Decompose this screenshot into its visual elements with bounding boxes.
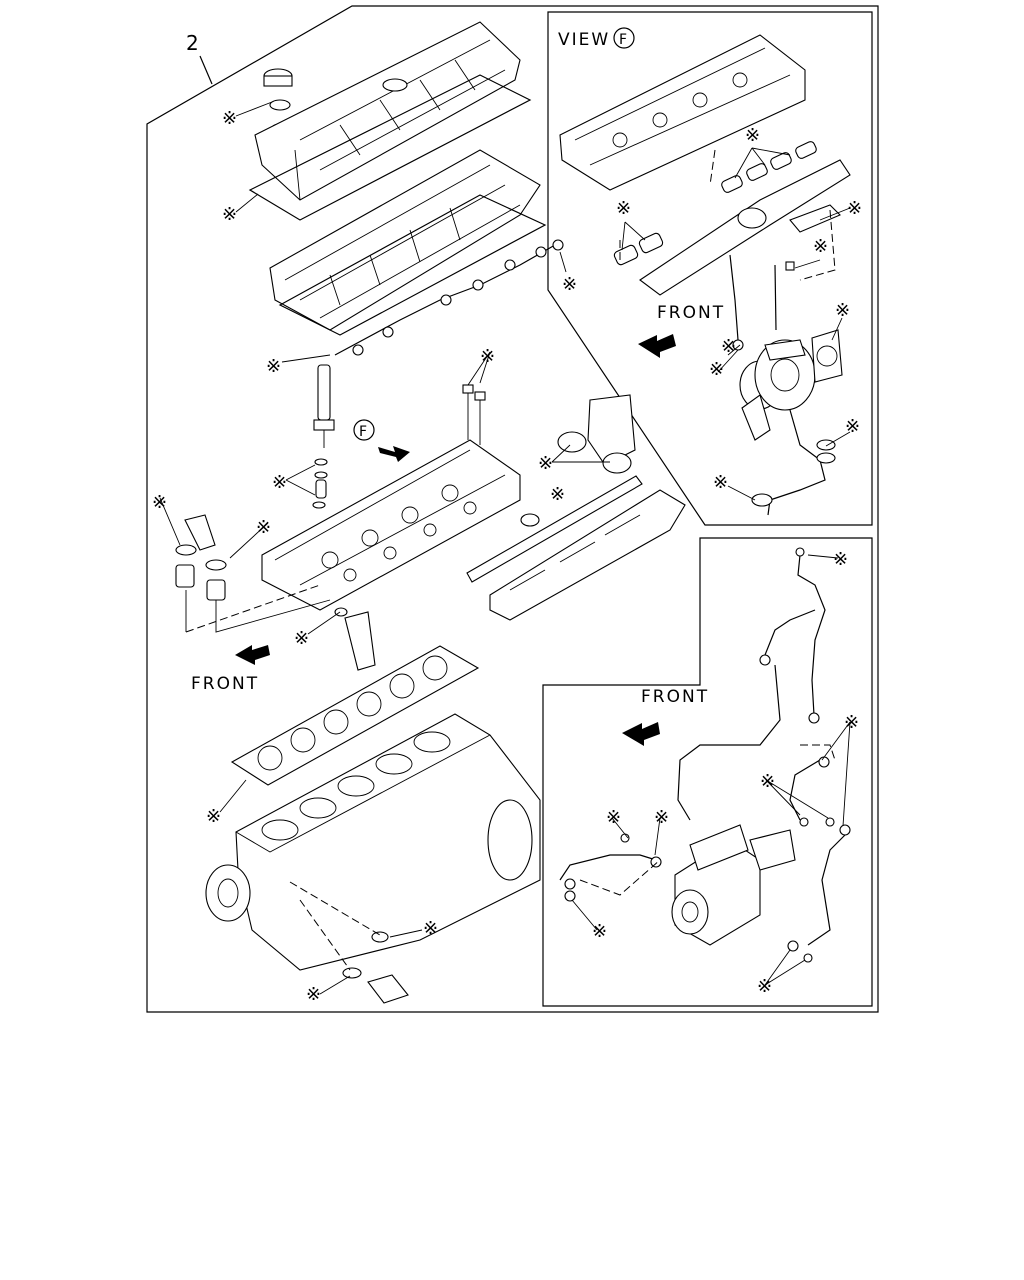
svg-text:※: ※ [757,976,772,997]
view-label: VIEW [558,30,610,50]
thermostat-leaders [185,590,331,633]
svg-text:※: ※ [847,198,862,219]
intake-port-seal [520,513,540,527]
svg-text:※: ※ [844,712,859,733]
svg-text:※: ※ [562,274,577,295]
svg-text:※: ※ [266,356,281,377]
front-label-pump: FRONT [641,687,709,707]
svg-text:※: ※ [206,806,221,827]
f-marker-circle [353,419,375,441]
asterisk-markers-main: ※ ※ ※ ※ ※ ※ ※ ※ ※ ※ ※ ※ ※ ※ [152,108,577,1005]
cylinder-block [205,713,541,971]
supply-pump [671,824,796,946]
cylinder-head-gasket [230,645,480,786]
kit-number-label: 2 [186,31,199,55]
asterisk-markers-pump: ※ ※ ※ ※ ※ ※ ※ [592,549,859,997]
outer-frame [146,5,879,1013]
svg-text:※: ※ [592,921,607,942]
svg-text:※: ※ [294,628,309,649]
view-letter: F [619,32,627,48]
svg-text:※: ※ [616,198,631,219]
svg-text:※: ※ [813,236,828,257]
svg-text:※: ※ [152,492,167,513]
exhaust-manifold [639,159,851,296]
housing-gasket [278,194,547,336]
svg-text:※: ※ [709,359,724,380]
svg-text:※: ※ [606,807,621,828]
f-marker: F [359,424,367,440]
asterisk-markers-view: ※ ※ ※ ※ ※ ※ ※ ※ ※ [616,125,862,493]
cylinder-head [261,439,521,611]
injector [312,364,335,509]
front-arrow-pump [622,722,660,746]
svg-text:※: ※ [713,472,728,493]
water-outlet-pipe [334,607,376,671]
throttle-body [557,394,636,474]
fuel-pipes [677,547,826,821]
head-cover-gasket [248,74,532,221]
svg-text:※: ※ [550,484,565,505]
svg-text:※: ※ [272,472,287,493]
svg-text:※: ※ [538,453,553,474]
cylinder-head-cover [254,21,521,201]
view-f-dash-lines [619,149,836,281]
svg-text:※: ※ [423,918,438,939]
svg-text:※: ※ [745,125,760,146]
leak-off-pipe [334,244,556,356]
view-f-cylinder-head [559,34,806,191]
asterisk-leaders-view [621,147,851,501]
front-arrow-main [235,645,270,665]
svg-text:※: ※ [721,336,736,357]
view-letter-circle [613,27,635,49]
intake-manifold [489,489,686,621]
thermostat-housing [175,514,227,601]
asterisk-leaders-main [159,101,610,995]
front-label-main: FRONT [191,674,259,694]
block-dash-lines [289,881,381,971]
block-o-ring-2 [342,967,362,979]
fuel-pump-panel [542,537,873,1007]
feed-pipe [559,833,662,902]
turbocharger [739,339,816,441]
kit-number-leader [199,55,213,85]
svg-text:※: ※ [833,549,848,570]
svg-text:※: ※ [654,807,669,828]
fuel-pump-dash-lines [579,744,836,896]
head-bolts [462,384,486,445]
view-f-panel [547,11,873,526]
view-f-direction-arrow [378,446,410,462]
water-inlet-pipe [367,974,409,1004]
turbo-outlet-gasket [811,329,843,383]
leak-off-fittings [352,239,564,356]
svg-text:※: ※ [835,300,850,321]
svg-text:※: ※ [306,984,321,1005]
rocker-housing [269,149,541,331]
svg-text:※: ※ [845,416,860,437]
front-arrow-view [638,334,676,358]
fuel-return-pipe [787,756,851,963]
svg-text:※: ※ [222,108,237,129]
block-o-ring-1 [371,931,389,943]
turbo-oil-pipe [729,254,795,351]
turbo-drain-pipe [751,409,836,516]
intake-manifold-gasket [466,475,643,583]
front-label-view: FRONT [657,303,725,323]
asterisk-leaders-pump [571,554,851,986]
svg-text:※: ※ [222,204,237,225]
